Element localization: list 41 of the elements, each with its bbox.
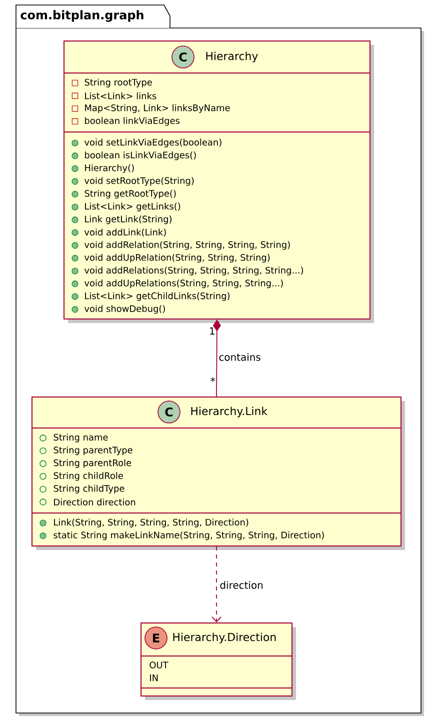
member-text: boolean linkViaEdges xyxy=(85,117,180,126)
composition-line xyxy=(212,320,221,397)
member-text: void addRelation(String, String, String, String) xyxy=(84,241,290,250)
member-text: Map<String, Link> linksByName xyxy=(85,104,230,113)
member-text: Direction direction xyxy=(54,498,136,506)
dependency-arrow xyxy=(212,546,222,622)
class-name: Hierarchy.Link xyxy=(191,406,268,418)
member-text: List<Link> getLinks() xyxy=(85,202,180,212)
member-text: boolean isLinkViaEdges() xyxy=(85,151,196,160)
member-text: List<Link> getChildLinks(String) xyxy=(85,292,230,301)
member-text: String parentType xyxy=(54,446,132,456)
class-box xyxy=(32,396,405,550)
member-text: String getRootType() xyxy=(84,190,176,199)
multiplicity-label: * xyxy=(210,377,215,382)
node-label: com.bitplan.graph xyxy=(20,10,144,22)
member-text: Hierarchy() xyxy=(85,164,134,173)
member-text: void addRelations(String, String, String, String...) xyxy=(84,266,304,276)
member-text: String rootType xyxy=(84,78,152,88)
member-text: static String makeLinkName(String, String, String, Direction) xyxy=(54,531,324,540)
member-text: String name xyxy=(54,434,108,442)
multiplicity-label: 1 xyxy=(210,327,214,335)
member-text: void setRootType(String) xyxy=(84,177,194,186)
class-name: Hierarchy.Direction xyxy=(173,632,276,644)
class-name: Hierarchy xyxy=(206,52,258,62)
member-text: void addUpRelation(String, String, String) xyxy=(84,254,270,263)
member-text: void setLinkViaEdges(boolean) xyxy=(84,138,222,148)
member-text: List<Link> links xyxy=(85,92,156,100)
member-text: String parentRole xyxy=(54,459,132,468)
member-text: void showDebug() xyxy=(84,305,165,314)
member-text: Link getLink(String) xyxy=(85,215,172,224)
edge-label: contains xyxy=(219,353,260,361)
member-text: String childType xyxy=(54,484,124,494)
member-text: String childRole xyxy=(54,472,123,481)
edge-label: direction xyxy=(220,581,263,589)
class-box xyxy=(140,622,296,700)
class-box xyxy=(64,40,374,323)
member-text: void addUpRelations(String, String, String...) xyxy=(84,279,283,288)
member-text: void addLink(Link) xyxy=(84,228,166,237)
member-text: IN xyxy=(150,674,158,682)
member-text: OUT xyxy=(150,662,168,668)
member-text: Link(String, String, String, String, Direction) xyxy=(54,518,248,528)
